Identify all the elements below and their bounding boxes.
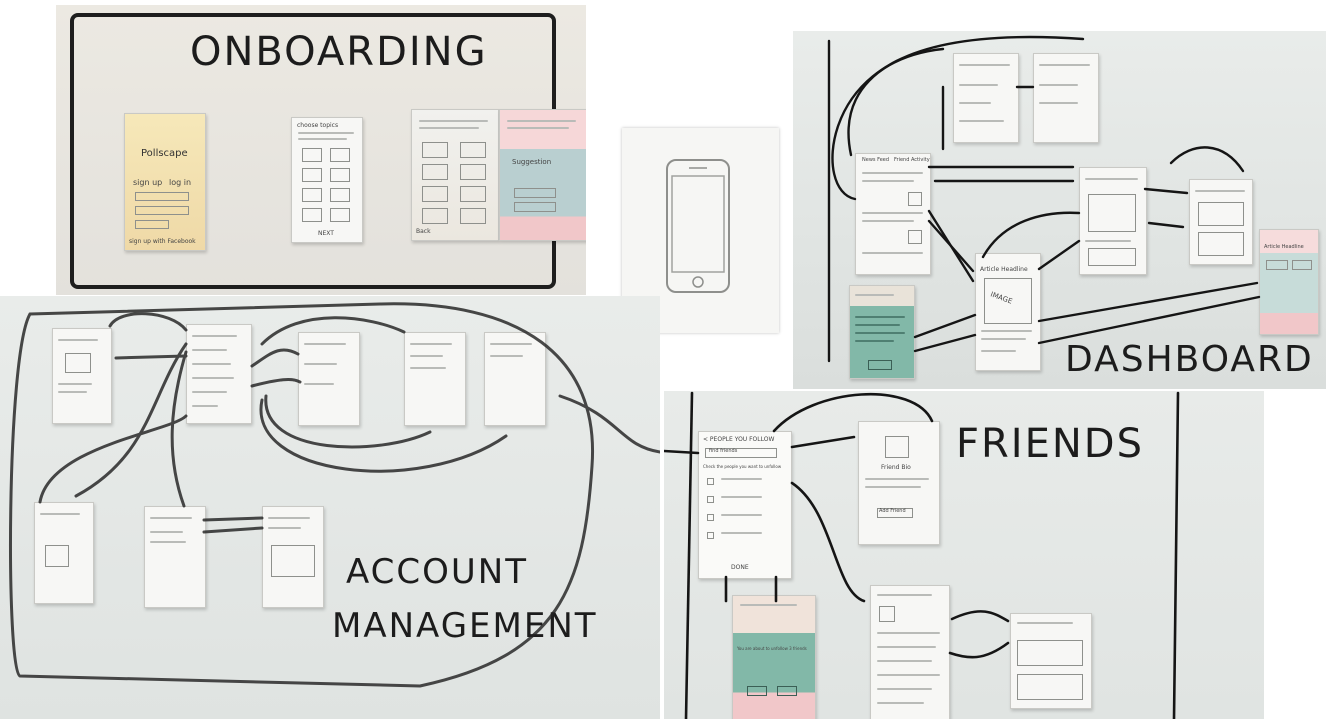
phone-template-icon — [666, 159, 730, 293]
app-logo-text: Pollscape — [141, 148, 188, 159]
settings-card-b — [1033, 53, 1099, 143]
topics-selected-card: Back — [411, 109, 499, 241]
login-screen-card: Pollscape sign up log in sign up with Fa… — [124, 113, 206, 251]
friend-activity-tab: Friend Activity — [894, 157, 930, 163]
detail-card — [1189, 179, 1253, 265]
poll-list-card — [1079, 167, 1147, 275]
done-button-label: DONE — [731, 564, 749, 571]
dashboard-title: DASHBOARD — [1065, 339, 1314, 380]
friends-title: FRIENDS — [956, 421, 1144, 467]
friend-profile-card: Friend Bio Add Friend — [858, 421, 940, 545]
comment-card — [849, 285, 915, 379]
friends-arrows — [664, 391, 1180, 719]
topics-back-label: Back — [416, 228, 431, 235]
poll-result-card: Article Headline — [1259, 229, 1319, 335]
dashboard-arrows — [827, 35, 1261, 363]
account-notifications-card — [404, 332, 466, 426]
account-title-line1: ACCOUNT — [346, 552, 528, 592]
friend-poll-card — [1010, 613, 1092, 709]
friend-activity-card — [870, 585, 950, 719]
account-edit-card — [298, 332, 360, 426]
follow-list-header: < PEOPLE YOU FOLLOW — [703, 436, 775, 443]
account-feedback-card — [262, 506, 324, 608]
account-password-card — [34, 502, 94, 604]
friend-profile-name: Friend Bio — [881, 464, 911, 471]
article-headline: Article Headline — [980, 266, 1028, 273]
add-friend-button-label: Add Friend — [879, 508, 906, 514]
unfollow-hint: Check the people you want to unfollow — [703, 464, 782, 469]
email-field — [135, 220, 169, 229]
account-title-line2: MANAGEMENT — [332, 606, 598, 646]
onboarding-panel: ONBOARDING Pollscape sign up log in sign… — [56, 5, 586, 295]
unfollow-confirm-card: You are about to unfollow 3 friends — [732, 595, 816, 719]
account-arrows — [9, 302, 660, 688]
account-profile-card — [52, 328, 112, 424]
topics-screen-card: choose topics NEXT — [291, 117, 363, 243]
notice-card: Suggestion — [499, 109, 586, 241]
account-help-card — [144, 506, 206, 608]
article-card: Article Headline IMAGE — [975, 253, 1041, 371]
topics-next-label: NEXT — [318, 230, 334, 237]
onboarding-title: ONBOARDING — [190, 29, 488, 75]
password-field — [135, 206, 189, 215]
settings-card-a — [953, 53, 1019, 143]
friends-panel: FRIENDS < PEOPLE YOU FOLLOW find friends… — [664, 391, 1264, 719]
username-field — [135, 192, 189, 201]
facebook-signup-text: sign up with Facebook — [129, 238, 196, 245]
search-friends-placeholder: find friends — [709, 448, 738, 454]
signup-tab: sign up — [133, 178, 163, 187]
account-menu-card — [186, 324, 252, 424]
news-feed-tab: News Feed — [862, 157, 890, 163]
notice-title: Suggestion — [512, 158, 552, 166]
dashboard-panel: DASHBOARD News Feed Friend Activity Arti… — [793, 31, 1326, 389]
topics-header: choose topics — [297, 122, 339, 129]
news-feed-card: News Feed Friend Activity — [855, 153, 931, 275]
account-privacy-card — [484, 332, 546, 426]
poll-headline: Article Headline — [1264, 244, 1304, 250]
login-tab: log in — [169, 178, 192, 187]
account-panel: ACCOUNT MANAGEMENT — [0, 296, 660, 719]
follow-list-card: < PEOPLE YOU FOLLOW find friends Check t… — [698, 431, 792, 579]
unfollow-popup-text: You are about to unfollow 3 friends — [737, 646, 807, 651]
